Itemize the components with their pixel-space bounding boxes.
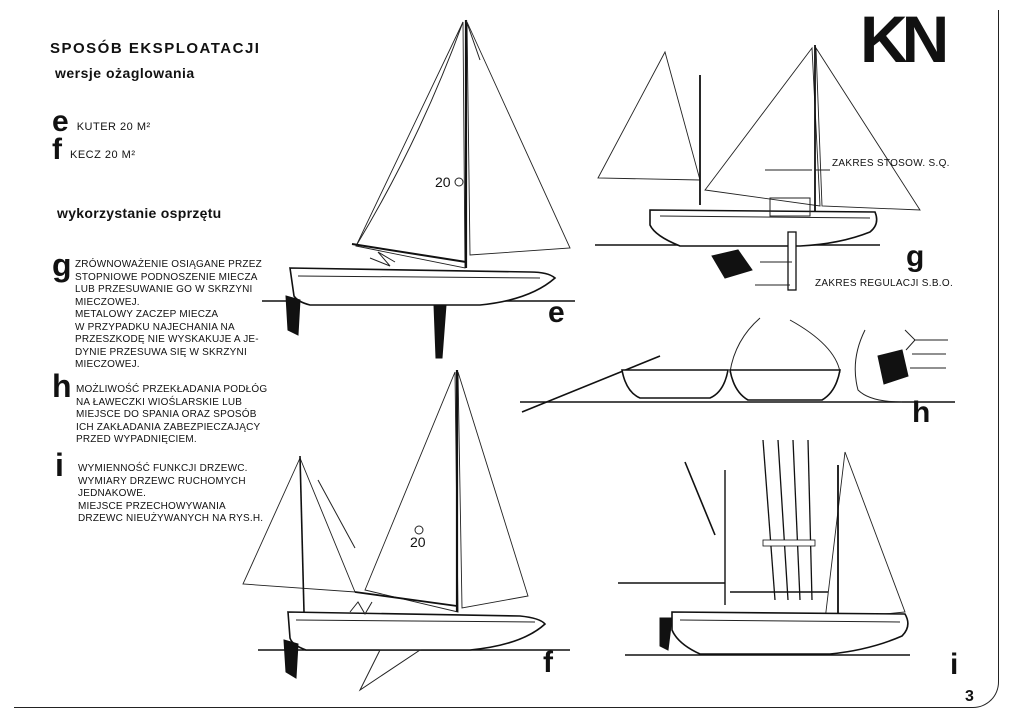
note-line: ZRÓWNOWAŻENIE OSIĄGANE PRZEZ [75,259,262,270]
note-line: MOŻLIWOŚĆ PRZEKŁADANIA PODŁÓG [76,384,268,395]
panel-h-label: h [912,396,931,429]
note-line: STOPNIOWE PODNOSZENIE MIECZA [75,271,258,283]
note-line: MIEJSCE PRZECHOWYWANIA [78,500,226,512]
note-line: DRZEWC NIEUŻYWANYCH NA RYS.H. [78,513,264,524]
floor-sections-drawing [520,317,955,413]
note-line: MIECZOWEJ. [75,296,140,308]
note-line: DYNIE PRZESUWA SIĘ W SKRZYNI [75,346,247,358]
ketch-boat-drawing [242,370,570,692]
page-subtitle: wersje ożaglowania [55,65,195,81]
panel-e-label: e [548,296,565,329]
version-e-row: e KUTER 20 M² [52,105,151,138]
kn-logo: KN [860,2,949,76]
version-f-row: f KECZ 20 M² [52,133,136,166]
note-line: PRZESZKODĘ NIE WYSKAKUJE A JE- [75,334,259,345]
range-sbo-annotation: ZAKRES REGULACJI S.B.O. [815,278,954,289]
cutter-boat-drawing [262,19,575,359]
version-f-letter: f [52,133,62,166]
note-i-letter: i [55,447,64,483]
note-line: PRZED WYPADNIĘCIEM. [76,434,197,445]
note-g-text-2: METALOWY ZACZEP MIECZA W PRZYPADKU NAJEC… [75,309,259,372]
note-g-letter: g [52,247,72,283]
version-f-label: KECZ 20 M² [70,149,136,161]
version-e-letter: e [52,105,69,138]
sheet-border [14,10,999,708]
page-number: 3 [965,688,974,705]
note-line: MIEJSCE DO SPANIA ORAZ SPOSÓB [76,409,257,420]
page-title: SPOSÓB EKSPLOATACJI [50,40,261,57]
note-line: JEDNAKOWE. [78,488,147,499]
note-line: LUB PRZESUWANIE GO W SKRZYNI [75,284,253,295]
panel-i-label: i [950,648,959,681]
balance-detail-drawing [595,45,921,291]
panel-g-label: g [906,240,925,273]
note-h-letter: h [52,368,72,404]
range-sq-annotation: ZAKRES STOSOW. S.Q. [832,158,950,169]
panel-f-label: f [543,646,553,679]
note-line: WYMIARY DRZEWC RUCHOMYCH [78,475,246,487]
sail-number-e: 20 [435,174,451,190]
note-g-text-1: ZRÓWNOWAŻENIE OSIĄGANE PRZEZ STOPNIOWE P… [75,259,262,309]
note-line: W PRZYPADKU NAJECHANIA NA [75,321,235,333]
note-line: ICH ZAKŁADANIA ZABEZPIECZAJĄCY [76,421,261,433]
note-line: MIECZOWEJ. [75,359,140,370]
version-e-label: KUTER 20 M² [76,121,151,133]
note-line: NA ŁAWECZKI WIOŚLARSKIE LUB [76,396,243,408]
note-h-text: MOŻLIWOŚĆ PRZEKŁADANIA PODŁÓG NA ŁAWECZK… [76,384,267,447]
spars-drawing [618,439,910,656]
note-line: WYMIENNOŚĆ FUNKCJI DRZEWC. [78,463,248,474]
note-line: METALOWY ZACZEP MIECZA [75,309,219,320]
note-i-text: WYMIENNOŚĆ FUNKCJI DRZEWC. WYMIARY DRZEW… [78,463,263,526]
sail-number-f: 20 [410,534,426,550]
section-title: wykorzystanie osprzętu [57,205,222,221]
